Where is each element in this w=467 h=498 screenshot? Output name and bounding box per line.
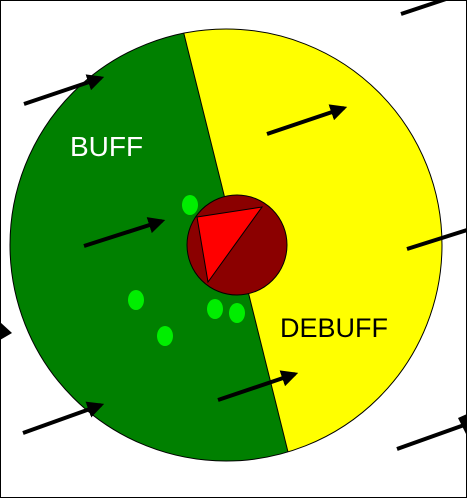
wind-arrow-icon xyxy=(458,414,467,436)
player-dot xyxy=(182,195,198,215)
wind-arrow-icon xyxy=(83,217,166,248)
buff-zone-label: BUFF xyxy=(70,131,143,162)
wind-arrow-icon xyxy=(400,0,450,16)
player-dot xyxy=(229,303,245,323)
player-dot xyxy=(157,326,173,346)
player-dot xyxy=(207,299,223,319)
wind-arrow-icon xyxy=(266,104,348,136)
wind-arrow-icon xyxy=(217,370,299,402)
debuff-zone-label: DEBUFF xyxy=(280,313,388,343)
boss-facing-marker-icon xyxy=(196,206,264,284)
wind-arrows xyxy=(22,0,467,451)
player-markers xyxy=(128,195,245,346)
buff-zone xyxy=(10,29,293,461)
wind-arrow-icon xyxy=(0,322,12,340)
wind-arrow-icon xyxy=(22,401,105,435)
arena-border xyxy=(9,28,443,462)
wind-arrow-icon xyxy=(396,422,467,451)
wind-arrow-icon xyxy=(406,228,467,251)
player-dot xyxy=(128,290,144,310)
wind-arrow-icon xyxy=(23,74,105,106)
